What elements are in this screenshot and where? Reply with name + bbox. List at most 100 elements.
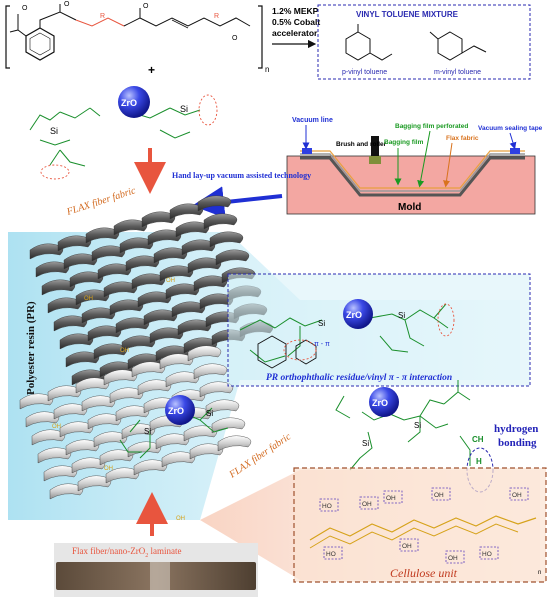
ester-o-4: O	[232, 35, 238, 42]
mold-body	[286, 155, 536, 215]
fiber-yarn	[175, 221, 210, 238]
fiber-yarn	[113, 219, 148, 236]
mold-label: Mold	[398, 202, 421, 213]
vinyl-ring-box-ellipse	[437, 303, 455, 337]
ch-label: CH	[472, 435, 484, 444]
bagging-perforated-label: Bagging film perforated	[395, 123, 468, 130]
vinyl-toluene-box	[317, 4, 531, 80]
si-label-top-2: Si	[180, 104, 188, 114]
cellulose-unit-label: Cellulose unit	[390, 566, 458, 580]
fiber-yarn	[75, 289, 110, 306]
zro2-label-box: ZrO	[346, 310, 362, 320]
vinyl-ring-top-1	[40, 164, 70, 180]
fiber-yarn	[131, 361, 166, 378]
fiber-yarn	[121, 335, 156, 352]
laminate-label: Flax fiber/nano-ZrO2 laminate	[72, 546, 181, 559]
fiber-yarn	[193, 363, 228, 380]
fiber-yarn	[109, 387, 144, 404]
pi-pi-ellipse	[283, 339, 317, 361]
fiber-yarn	[149, 327, 184, 344]
catalyst-accelerator: accelerator	[272, 28, 318, 38]
oh-box	[479, 546, 499, 560]
fiber-yarn	[181, 239, 216, 256]
si-label-right-1: Si	[414, 421, 421, 430]
ester-o-1: O	[22, 5, 28, 12]
fiber-yarn	[93, 431, 128, 448]
fiber-yarn	[119, 237, 154, 254]
left-bracket	[5, 5, 10, 69]
fiber-yarn	[153, 247, 188, 264]
fiber-yarn	[93, 343, 128, 360]
pr-interaction-label: PR orthophthalic residue/vinyl π - π int…	[266, 373, 452, 383]
flax-fiber-fabric-top-label: FLAX fiber fabric	[65, 185, 138, 218]
fiber-yarn	[125, 255, 160, 272]
fiber-yarn	[81, 395, 116, 412]
fiber-yarn	[155, 433, 190, 450]
vinyl-toluene-title: VINYL TOLUENE MIXTURE	[356, 10, 459, 19]
fiber-yarn	[217, 435, 252, 452]
fiber-yarn	[115, 405, 150, 422]
fiber-yarn	[71, 457, 106, 474]
fabric-oh-label: OH	[52, 424, 61, 430]
polymer-subscript-n: n	[265, 65, 269, 74]
zro2-label-right: ZrO	[372, 398, 388, 408]
vinyl-ring-box	[295, 339, 317, 365]
oh-label: OH	[448, 555, 458, 562]
zro2-label-bottom: ZrO	[168, 406, 184, 416]
fiber-yarn	[193, 275, 228, 292]
zro2-sphere-right	[369, 387, 399, 417]
fiber-yarn	[63, 253, 98, 270]
fiber-yarn	[31, 429, 66, 446]
fiber-yarn	[19, 393, 54, 410]
orthophthalic-ring	[257, 335, 287, 369]
fiber-yarn	[159, 265, 194, 282]
reaction-scheme: n O O R O R O + 1.2% MEKP 0.5% Cobalt ac…	[5, 1, 531, 80]
brush-roller-label: Brush and roller	[336, 141, 387, 148]
oh-label: OH	[434, 492, 444, 499]
cellulose-box	[293, 467, 547, 583]
fiber-yarn	[57, 235, 92, 252]
oh-box	[359, 496, 379, 510]
vacuum-line-label: Vacuum line	[292, 117, 333, 124]
oh-label: OH	[512, 492, 522, 499]
fiber-yarn	[215, 249, 250, 266]
fiber-yarn	[47, 297, 82, 314]
m-vinyl-toluene-label: m-vinyl toluene	[434, 69, 481, 76]
fabric-oh-label: OH	[120, 348, 129, 354]
oh-label: OH	[386, 495, 396, 502]
fiber-yarn	[69, 271, 104, 288]
fiber-yarn	[47, 385, 82, 402]
oh-box	[323, 546, 343, 560]
fiber-yarn	[169, 203, 204, 220]
oh-box	[509, 487, 529, 501]
bottom-silane-cluster: ZrO Si Si	[119, 395, 229, 459]
pi-pi-label: π - π	[314, 341, 330, 348]
fiber-yarn	[53, 403, 88, 420]
sealing-tape-label: Vacuum sealing tape	[478, 125, 543, 132]
fiber-yarn	[165, 371, 200, 388]
oh-box	[383, 490, 403, 504]
polyester-resin-label: Polyester resin (PR)	[25, 301, 37, 395]
fiber-yarn	[35, 261, 70, 278]
right-bracket	[258, 5, 263, 69]
pr-interaction-box	[227, 273, 531, 387]
hand-layup-text: Hand lay-up vacuum assisted technology	[172, 171, 311, 180]
fiber-yarn	[65, 439, 100, 456]
fiber-yarn	[115, 317, 150, 334]
fiber-yarn	[197, 195, 232, 212]
fiber-yarn	[127, 441, 162, 458]
r-group-2: R	[214, 13, 219, 20]
brush-icon	[371, 136, 379, 158]
fiber-yarn	[189, 443, 224, 460]
hand-layup-label: Hand lay-up vacuum assisted technology	[172, 171, 311, 180]
zro2-label-top: ZrO	[121, 98, 137, 108]
oh-box	[319, 498, 339, 512]
pr-interaction-group: π - π ZrO Si Si PR orthophthalic residue…	[227, 273, 531, 387]
zro2-sphere-top	[118, 86, 150, 118]
fiber-yarn	[25, 411, 60, 428]
fiber-yarn	[49, 483, 84, 500]
bonding-label: bonding	[498, 437, 537, 449]
si-label-bottom-2: Si	[206, 409, 213, 418]
fiber-yarn	[75, 377, 110, 394]
